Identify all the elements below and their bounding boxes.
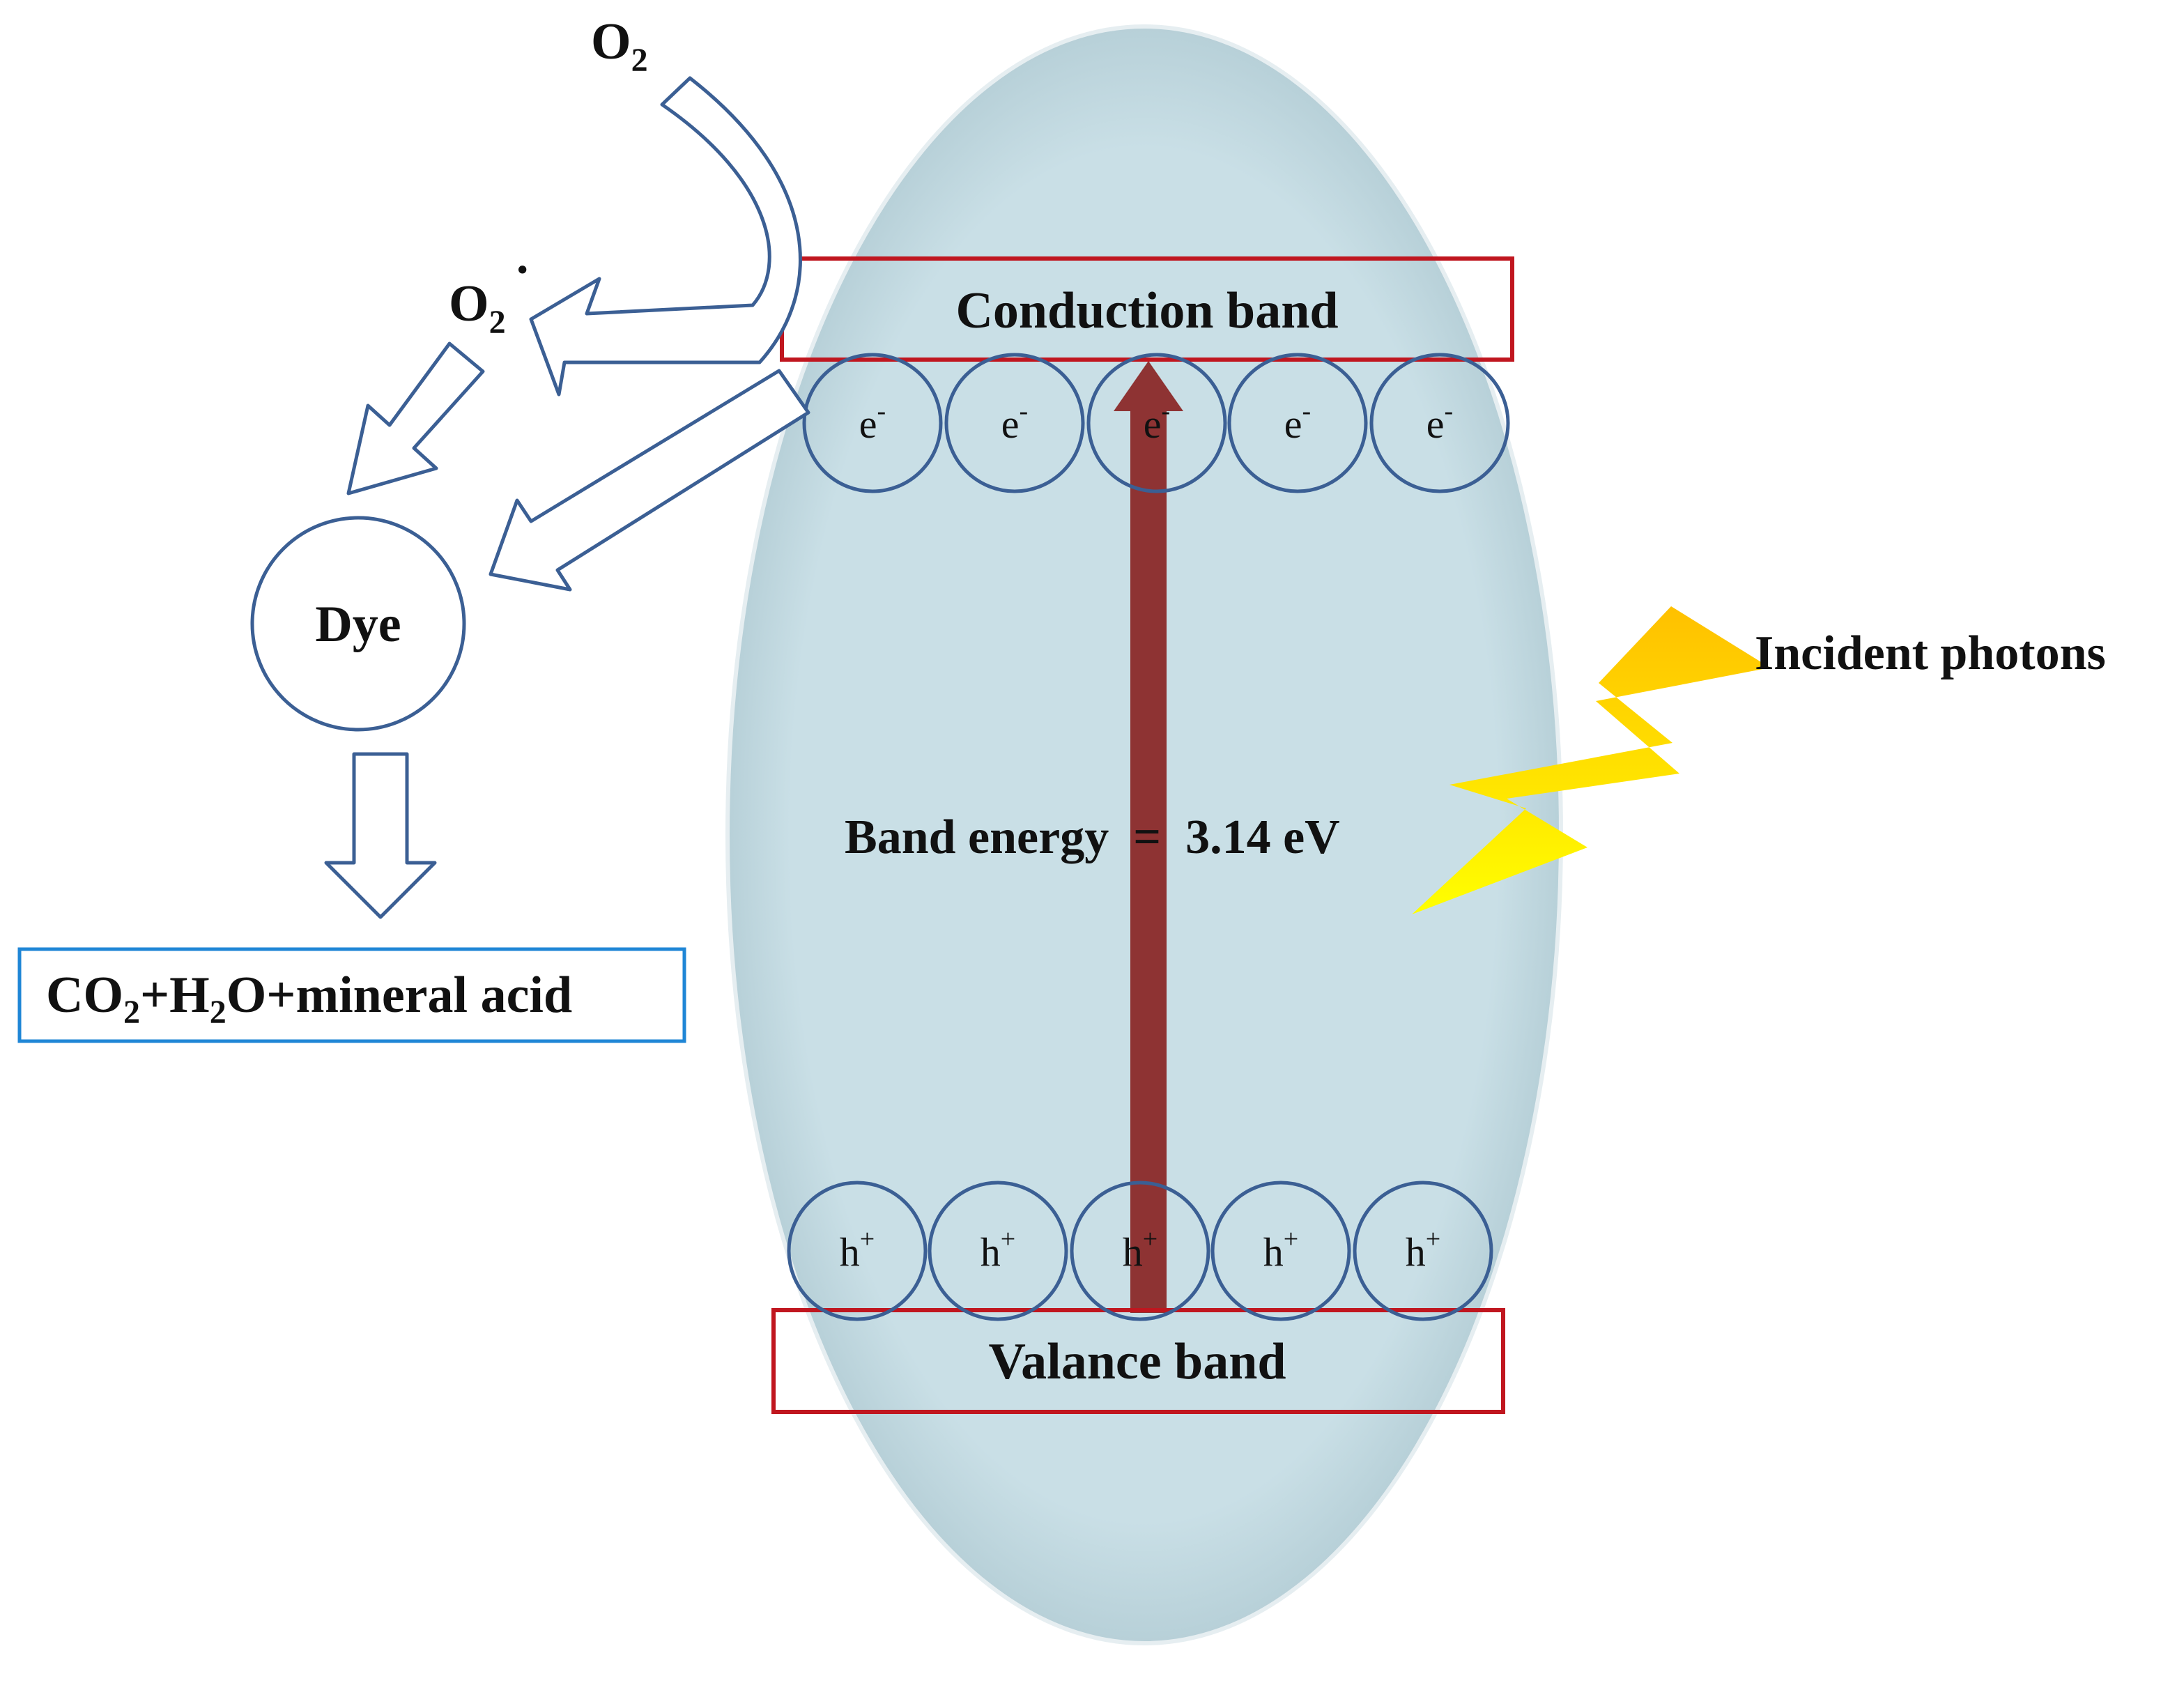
arrow-radical-to-dye <box>346 341 485 495</box>
arrow-dye-to-products <box>324 752 437 919</box>
hole: h+ <box>928 1181 1068 1321</box>
svg-text:e-: e- <box>859 397 886 447</box>
curved-arrow-o2-to-radical <box>529 76 802 397</box>
hole: h+ <box>1070 1181 1210 1321</box>
svg-text:h+: h+ <box>1406 1224 1440 1275</box>
svg-text:h+: h+ <box>981 1224 1015 1275</box>
arrow-electrons-to-dye <box>489 369 810 592</box>
hole: h+ <box>787 1181 928 1321</box>
band-energy-label: Band energy = 3.14 eV <box>845 810 1340 864</box>
electron-row: e- e- e- e- e- <box>802 353 1510 493</box>
svg-text:e-: e- <box>1144 397 1170 447</box>
electron: e- <box>944 353 1085 493</box>
conduction-band-label: Conduction band <box>955 282 1338 339</box>
electron: e- <box>1369 353 1510 493</box>
svg-text:h+: h+ <box>840 1224 875 1275</box>
products-label: CO2+H2O+mineral acid <box>46 967 572 1031</box>
electron: e- <box>1086 353 1227 493</box>
hole-row: h+ h+ h+ h+ h+ <box>787 1181 1493 1321</box>
valence-band-box <box>771 1308 1505 1414</box>
dye-label: Dye <box>315 596 401 653</box>
o2-label: O2 <box>591 13 648 79</box>
svg-text:h+: h+ <box>1263 1224 1298 1275</box>
lightning-bolt-icon <box>1412 606 1770 914</box>
products-box <box>17 947 686 1043</box>
band-energy-arrow <box>1114 361 1183 1313</box>
valence-band-label: Valance band <box>988 1333 1286 1390</box>
o2-radical-label: O2 <box>449 275 506 341</box>
hole: h+ <box>1353 1181 1493 1321</box>
hole: h+ <box>1210 1181 1351 1321</box>
svg-text:e-: e- <box>1001 397 1028 447</box>
svg-text:e-: e- <box>1284 397 1311 447</box>
radical-dot: · <box>514 243 530 297</box>
incident-photons-label: Incident photons <box>1755 627 2106 680</box>
svg-text:h+: h+ <box>1123 1224 1158 1275</box>
dye-circle <box>250 516 466 732</box>
svg-text:e-: e- <box>1426 397 1453 447</box>
electron: e- <box>802 353 943 493</box>
electron: e- <box>1227 353 1368 493</box>
